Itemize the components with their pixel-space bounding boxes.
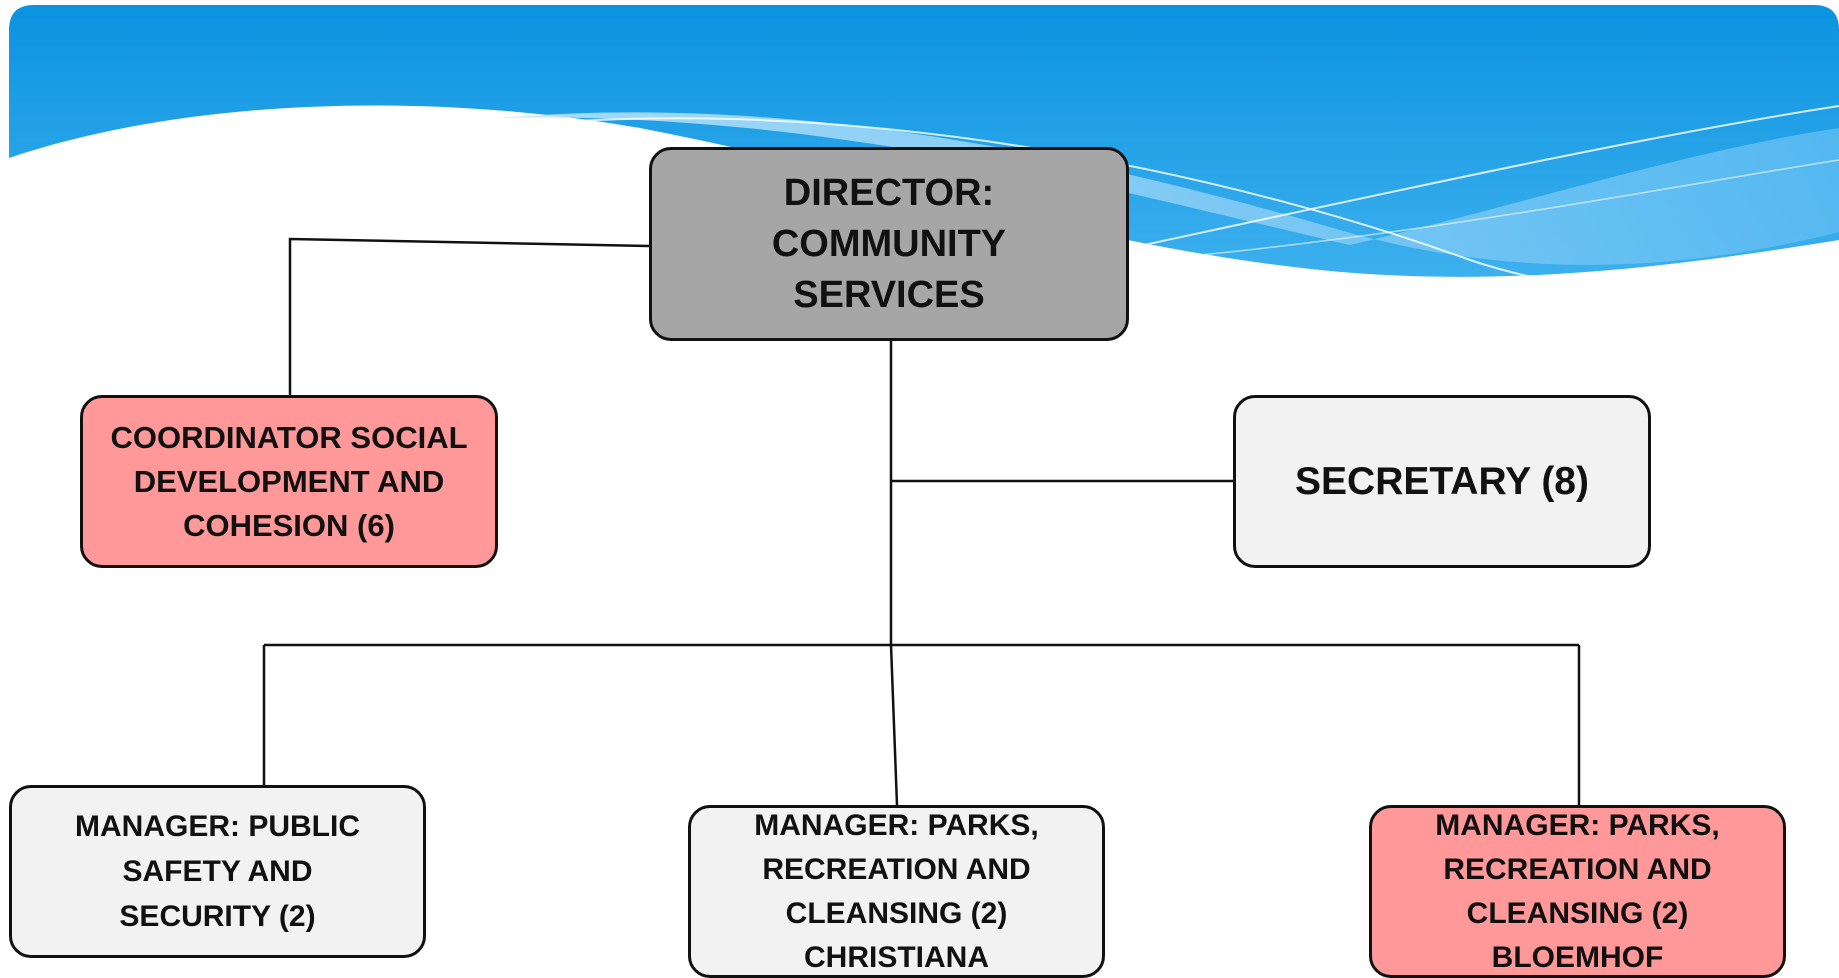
node-public-safety-label: MANAGER: PUBLIC SAFETY AND SECURITY (2) xyxy=(75,810,360,933)
node-director: DIRECTOR: COMMUNITY SERVICES xyxy=(649,147,1129,341)
node-parks-bloemhof: MANAGER: PARKS, RECREATION AND CLEANSING… xyxy=(1369,805,1786,978)
connector-director-coordinator xyxy=(288,237,650,395)
wave-banner xyxy=(9,5,1839,293)
connectors-group xyxy=(262,237,1581,806)
node-parks-bloemhof-label: MANAGER: PARKS, RECREATION AND CLEANSING… xyxy=(1435,808,1720,974)
banner-wave xyxy=(500,112,1839,265)
node-coordinator-label: COORDINATOR SOCIAL DEVELOPMENT AND COHES… xyxy=(110,419,468,543)
node-director-label: DIRECTOR: COMMUNITY SERVICES xyxy=(771,171,1007,316)
connector-to-parks-christiana xyxy=(889,644,899,806)
banner-wave-line xyxy=(1199,159,1839,256)
node-secretary-label: SECRETARY (8) xyxy=(1295,459,1589,503)
node-parks-christiana-label: MANAGER: PARKS, RECREATION AND CLEANSING… xyxy=(754,808,1039,974)
node-secretary: SECRETARY (8) xyxy=(1233,395,1651,568)
node-public-safety: MANAGER: PUBLIC SAFETY AND SECURITY (2) xyxy=(9,785,426,958)
banner-wave-line xyxy=(559,117,1839,293)
node-parks-christiana: MANAGER: PARKS, RECREATION AND CLEANSING… xyxy=(688,805,1105,978)
node-coordinator: COORDINATOR SOCIAL DEVELOPMENT AND COHES… xyxy=(80,395,498,568)
banner-wave-line xyxy=(1129,105,1839,249)
